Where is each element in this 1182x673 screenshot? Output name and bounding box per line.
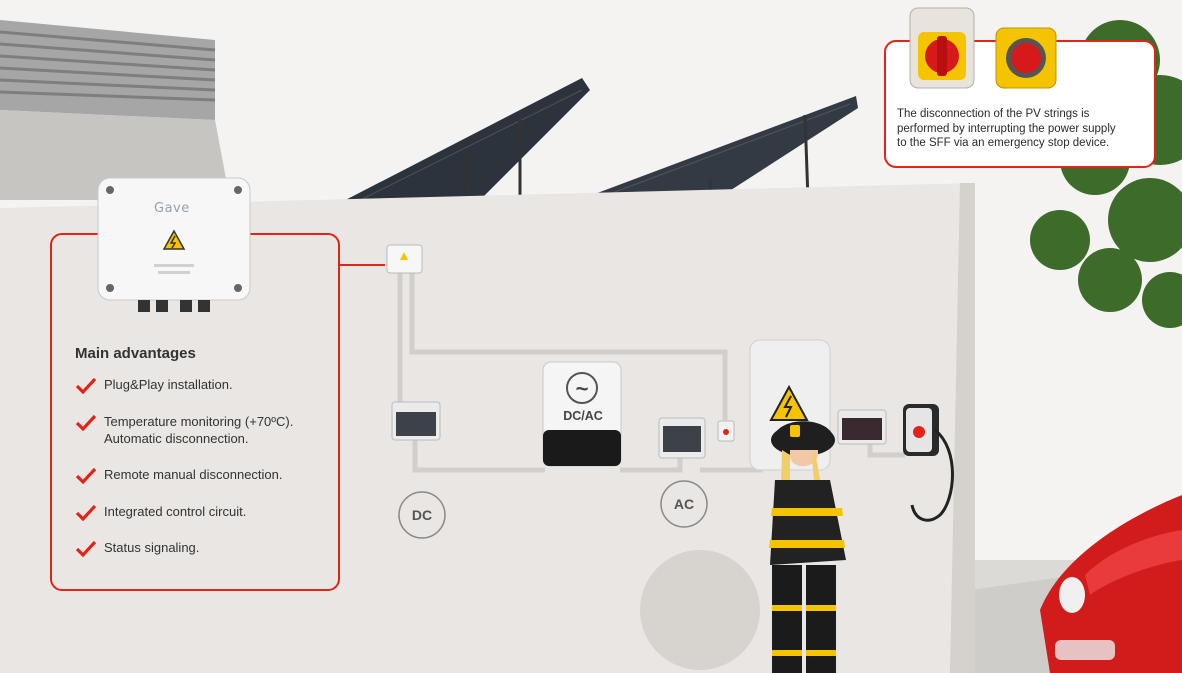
firefighter: [769, 421, 846, 673]
emergency-stop-icon: [995, 27, 1057, 89]
brand-logo: Gave: [154, 201, 190, 216]
string-box-wall: [386, 244, 423, 274]
inverter: [542, 361, 622, 467]
checkmark-icon: [75, 414, 97, 432]
rotary-switch-icon: [909, 7, 975, 89]
list-item: Plug&Play installation.: [75, 376, 293, 395]
high-voltage-warning-icon: [769, 384, 809, 421]
inverter-label: DC/AC: [563, 409, 603, 423]
list-item: Remote manual disconnection.: [75, 466, 293, 485]
checkmark-icon: [75, 504, 97, 522]
checkmark-icon: [75, 377, 97, 395]
string-fire-fighter-box: [97, 177, 251, 312]
emergency-devices: [909, 7, 1057, 89]
ac-breaker-box: [658, 417, 706, 459]
advantages-list: Plug&Play installation. Temperature moni…: [75, 376, 293, 558]
meter-box: [837, 409, 887, 445]
electric-car: [1040, 495, 1182, 673]
checkmark-icon: [75, 540, 97, 558]
list-item: Integrated control circuit.: [75, 503, 293, 522]
inverter-tilde: ~: [575, 376, 589, 401]
dc-breaker-box: [391, 401, 441, 441]
dc-label: DC: [411, 507, 433, 523]
info-text: The disconnection of the PV strings is p…: [897, 108, 1116, 149]
checkmark-icon: [75, 467, 97, 485]
wall: [0, 183, 975, 673]
dc-circle: [398, 491, 446, 539]
list-item: Temperature monitoring (+70ºC). Automati…: [75, 413, 293, 447]
list-item: Status signaling.: [75, 539, 293, 558]
conduits: [397, 272, 905, 473]
ac-circle: [660, 480, 708, 528]
roof-vent: [0, 20, 230, 200]
advantages-title: Main advantages: [75, 345, 196, 362]
ac-label: AC: [673, 496, 695, 512]
high-voltage-warning-icon: [162, 229, 186, 250]
ev-charger-icon: [903, 404, 954, 522]
